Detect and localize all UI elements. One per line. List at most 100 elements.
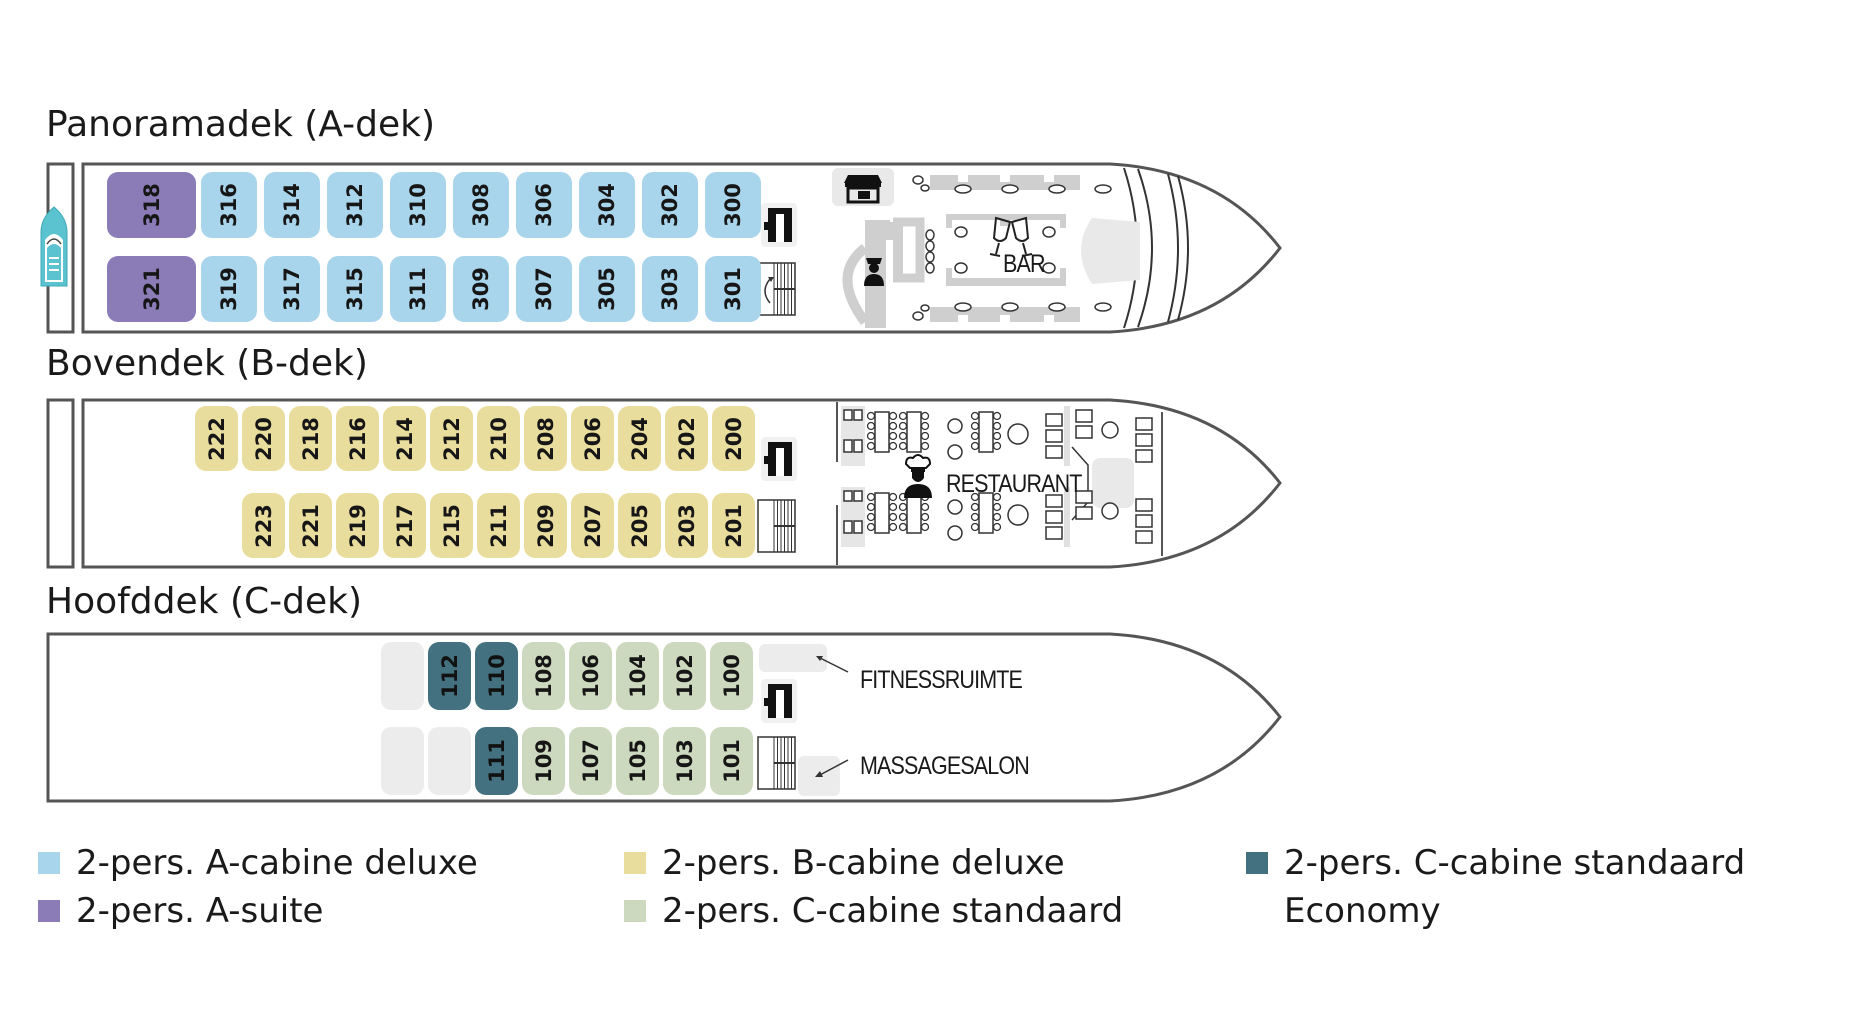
legend-swatch: [624, 900, 646, 922]
cabin-107[interactable]: 107: [569, 727, 612, 795]
cabin-number: 100: [719, 654, 744, 698]
cabin-220[interactable]: 220: [242, 406, 285, 471]
cabin-number: 206: [580, 416, 605, 461]
cabin-100[interactable]: 100: [710, 642, 753, 710]
cabin-300[interactable]: 300: [705, 172, 761, 238]
cabin-301[interactable]: 301: [705, 256, 761, 322]
cabin-218[interactable]: 218: [289, 406, 332, 471]
cabin-211[interactable]: 211: [477, 493, 520, 558]
cabin-317[interactable]: 317: [264, 256, 320, 322]
cabin-208[interactable]: 208: [524, 406, 567, 471]
cabin-112[interactable]: 112: [428, 642, 471, 710]
cabin-200[interactable]: 200: [712, 406, 755, 471]
deck-a-bow-line: [1167, 173, 1179, 323]
cabin-number: 318: [139, 183, 164, 227]
cabin-106[interactable]: 106: [569, 642, 612, 710]
cabin-209[interactable]: 209: [524, 493, 567, 558]
deck-a-bow-line: [1137, 168, 1153, 328]
bar-label: BAR: [1003, 250, 1045, 278]
cabin-309[interactable]: 309: [453, 256, 509, 322]
cabin-210[interactable]: 210: [477, 406, 520, 471]
cabin-302[interactable]: 302: [642, 172, 698, 238]
legend-item-economy: 2-pers. C-cabine standaard Economy: [1246, 840, 1745, 934]
cabin-number: 319: [217, 267, 241, 311]
legend-swatch: [624, 852, 646, 874]
legend-label: 2-pers. B-cabine deluxe: [662, 843, 1065, 883]
cabin-108[interactable]: 108: [522, 642, 565, 710]
cabin-102[interactable]: 102: [663, 642, 706, 710]
cabin-223[interactable]: 223: [242, 493, 285, 558]
cabin-207[interactable]: 207: [571, 493, 614, 558]
fitness-label: FITNESSRUIMTE: [860, 666, 1023, 694]
cabin-310[interactable]: 310: [390, 172, 446, 238]
cabin-number: 314: [280, 183, 304, 227]
reception-icon: [864, 258, 884, 286]
cabin-304[interactable]: 304: [579, 172, 635, 238]
cabin-101[interactable]: 101: [710, 727, 753, 795]
cabin-103[interactable]: 103: [663, 727, 706, 795]
cabin-number: 210: [486, 416, 511, 461]
champagne-glasses-icon: [989, 216, 1033, 257]
cabin-318[interactable]: 318: [107, 172, 196, 238]
cabin-314[interactable]: 314: [264, 172, 320, 238]
cabin-205[interactable]: 205: [618, 493, 661, 558]
stairs-icon: [757, 736, 796, 790]
cabin-204[interactable]: 204: [618, 406, 661, 471]
cabin-number: 219: [345, 503, 370, 548]
legend-item-c-standard: 2-pers. C-cabine standaard: [624, 888, 1123, 934]
cabin-221[interactable]: 221: [289, 493, 332, 558]
cabin-219[interactable]: 219: [336, 493, 379, 558]
cabin-110[interactable]: 110: [475, 642, 518, 710]
cabin-214[interactable]: 214: [383, 406, 426, 471]
cabin-306[interactable]: 306: [516, 172, 572, 238]
cabin-311[interactable]: 311: [390, 256, 446, 322]
cabin-number: 315: [343, 267, 367, 311]
cabin-number: 207: [580, 503, 605, 548]
cabin-number: 102: [672, 654, 697, 698]
cabin-303[interactable]: 303: [642, 256, 698, 322]
massage-label: MASSAGESALON: [860, 752, 1030, 780]
cabin-number: 107: [578, 739, 603, 783]
cabin-number: 218: [298, 416, 323, 461]
cabin-206[interactable]: 206: [571, 406, 614, 471]
cabin-number: 110: [484, 654, 509, 698]
legend-swatch: [38, 852, 60, 874]
cabin-307[interactable]: 307: [516, 256, 572, 322]
cabin-111[interactable]: 111: [475, 727, 518, 795]
deck-a-bow-line: [1177, 175, 1189, 321]
cabin-109[interactable]: 109: [522, 727, 565, 795]
deck-b-hull: [46, 398, 1282, 569]
cabin-212[interactable]: 212: [430, 406, 473, 471]
legend-label-block: 2-pers. C-cabine standaard Economy: [1284, 840, 1745, 934]
cabin-201[interactable]: 201: [712, 493, 755, 558]
legend-swatch: [38, 900, 60, 922]
cabin-104[interactable]: 104: [616, 642, 659, 710]
cabin-number: 221: [298, 503, 323, 548]
cabin-316[interactable]: 316: [201, 172, 257, 238]
cabin-215[interactable]: 215: [430, 493, 473, 558]
cabin-216[interactable]: 216: [336, 406, 379, 471]
cabin-number: 312: [343, 183, 367, 227]
cabin-203[interactable]: 203: [665, 493, 708, 558]
cabin-number: 310: [406, 183, 430, 227]
cabin-315[interactable]: 315: [327, 256, 383, 322]
cabin-number: 209: [533, 503, 558, 548]
cabin-312[interactable]: 312: [327, 172, 383, 238]
cabin-305[interactable]: 305: [579, 256, 635, 322]
cabin-321[interactable]: 321: [107, 256, 196, 322]
cabin-105[interactable]: 105: [616, 727, 659, 795]
cabin-number: 201: [721, 503, 746, 548]
cabin-202[interactable]: 202: [665, 406, 708, 471]
legend-label: 2-pers. C-cabine standaard: [1284, 843, 1746, 883]
cabin-number: 205: [627, 503, 652, 548]
cabin-number: 105: [625, 739, 650, 783]
cabin-222[interactable]: 222: [195, 406, 238, 471]
cabin-number: 304: [595, 183, 619, 227]
cabin-217[interactable]: 217: [383, 493, 426, 558]
cabin-number: 104: [625, 654, 650, 698]
cabin-308[interactable]: 308: [453, 172, 509, 238]
deck-a-bow-seating: [1081, 218, 1140, 284]
bar-stools: [925, 229, 935, 274]
cabin-number: 103: [672, 739, 697, 783]
cabin-319[interactable]: 319: [201, 256, 257, 322]
